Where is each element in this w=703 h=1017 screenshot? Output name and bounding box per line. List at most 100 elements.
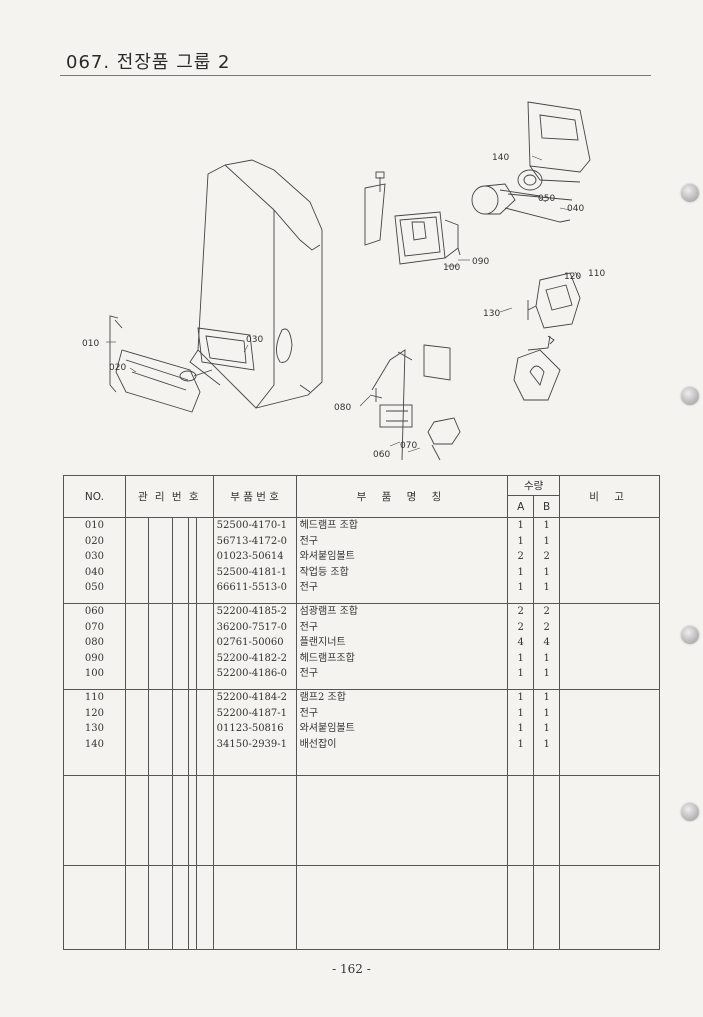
cell-empty (124, 865, 149, 950)
part-name: 전구 (299, 621, 319, 633)
cell-no: 060 070 080 090 100 (63, 603, 126, 690)
qty-b: 2 (543, 606, 550, 617)
cell-empty (195, 865, 214, 950)
item-no: 130 (84, 723, 104, 734)
cell-empty (212, 775, 297, 866)
callout-140: 140 (492, 153, 509, 163)
binder-hole (681, 387, 699, 405)
cell-qty-b: 1 1 2 1 1 (533, 517, 561, 604)
cell-empty (295, 865, 509, 950)
qty-b: 1 (543, 692, 550, 703)
cell-mgmt (187, 517, 197, 604)
part-name: 전구 (299, 668, 319, 679)
exploded-parts-diagram: 010 020 030 040 050 060 070 080 090 100 … (82, 101, 605, 461)
part-name: 작업등 조합 (299, 566, 349, 578)
header-no: NO. (63, 475, 126, 518)
page-title: 067. 전장품 그룹 2 (66, 52, 231, 73)
cell-mgmt (124, 603, 149, 690)
qty-b: 4 (543, 637, 550, 648)
cell-part-name: 섬광램프 조합 전구 플랜지너트 헤드램프조합 전구 (295, 603, 509, 690)
cell-empty (147, 775, 173, 866)
part-number: 01123-50816 (216, 723, 284, 734)
part-name: 전구 (299, 582, 319, 593)
cell-qty-a: 2 2 4 1 1 (507, 603, 535, 690)
qty-b: 1 (543, 723, 550, 734)
part-number: 34150-2939-1 (216, 738, 288, 750)
part-number: 52200-4184-2 (216, 692, 288, 703)
cell-empty (212, 865, 297, 950)
cell-part-number: 52500-4170-1 56713-4172-0 01023-50614 52… (212, 517, 297, 604)
qty-a: 1 (517, 582, 524, 593)
item-no: 070 (84, 621, 104, 633)
cell-empty (147, 865, 173, 950)
cell-mgmt (124, 517, 149, 604)
cell-empty (295, 775, 509, 866)
qty-a: 1 (517, 738, 524, 750)
callout-090: 090 (472, 257, 489, 267)
cell-empty (187, 865, 197, 950)
cell-empty (195, 775, 214, 866)
qty-a: 2 (517, 606, 524, 617)
qty-a: 4 (517, 637, 524, 648)
item-no: 020 (84, 535, 104, 547)
item-no: 060 (84, 606, 104, 617)
part-name: 전구 (299, 535, 319, 547)
cell-remarks (559, 603, 660, 690)
binder-hole (681, 803, 699, 821)
cell-mgmt (171, 689, 189, 776)
header-part-number: 부 품 번 호 (212, 475, 297, 518)
qty-a: 1 (517, 707, 524, 719)
part-name: 배선잡이 (299, 738, 337, 750)
part-name: 와셔붙임볼트 (299, 551, 355, 562)
header-qty-a: A (507, 495, 535, 518)
qty-a: 2 (517, 551, 524, 562)
cell-empty (171, 775, 189, 866)
cell-mgmt (124, 689, 149, 776)
part-number: 52200-4187-1 (216, 707, 288, 719)
part-name: 램프2 조합 (299, 692, 346, 703)
cell-empty (559, 865, 660, 950)
qty-b: 1 (543, 652, 550, 664)
title-divider (60, 75, 651, 76)
part-name: 섬광램프 조합 (299, 606, 358, 617)
part-name: 플랜지너트 (299, 637, 346, 648)
qty-a: 1 (517, 566, 524, 578)
cell-mgmt (187, 689, 197, 776)
callout-010: 010 (82, 339, 99, 349)
qty-a: 1 (517, 535, 524, 547)
work-lamp-drawing (471, 101, 591, 223)
cell-empty (187, 775, 197, 866)
qty-a: 1 (517, 668, 524, 679)
cell-mgmt (195, 603, 214, 690)
cell-empty (533, 775, 561, 866)
qty-a: 1 (517, 520, 524, 531)
cell-mgmt (147, 517, 173, 604)
qty-b: 2 (543, 551, 550, 562)
cell-empty (63, 865, 126, 950)
cell-no: 010 020 030 040 050 (63, 517, 126, 604)
cell-empty (559, 775, 660, 866)
part-name: 전구 (299, 707, 319, 719)
qty-b: 1 (543, 668, 550, 679)
lamp-2-drawing (513, 272, 581, 401)
qty-b: 1 (543, 707, 550, 719)
callout-060: 060 (373, 450, 390, 460)
cell-empty (533, 865, 561, 950)
part-number: 56713-4172-0 (216, 535, 288, 547)
callout-130: 130 (483, 309, 500, 319)
cell-empty (507, 775, 535, 866)
binder-hole (681, 626, 699, 644)
part-number: 52200-4186-0 (216, 668, 288, 679)
part-number: 52200-4185-2 (216, 606, 288, 617)
header-qty-b: B (533, 495, 561, 518)
callout-020: 020 (109, 363, 126, 373)
cell-mgmt (147, 689, 173, 776)
cell-part-name: 램프2 조합 전구 와셔붙임볼트 배선잡이 (295, 689, 509, 776)
item-no: 040 (84, 566, 104, 578)
part-name: 헤드램프조합 (299, 652, 355, 664)
callout-050: 050 (538, 194, 555, 204)
table-row-group-2: 060 070 080 090 100 52200-4185-2 36200-7… (63, 603, 660, 690)
item-no: 050 (84, 582, 104, 593)
cell-mgmt (187, 603, 197, 690)
